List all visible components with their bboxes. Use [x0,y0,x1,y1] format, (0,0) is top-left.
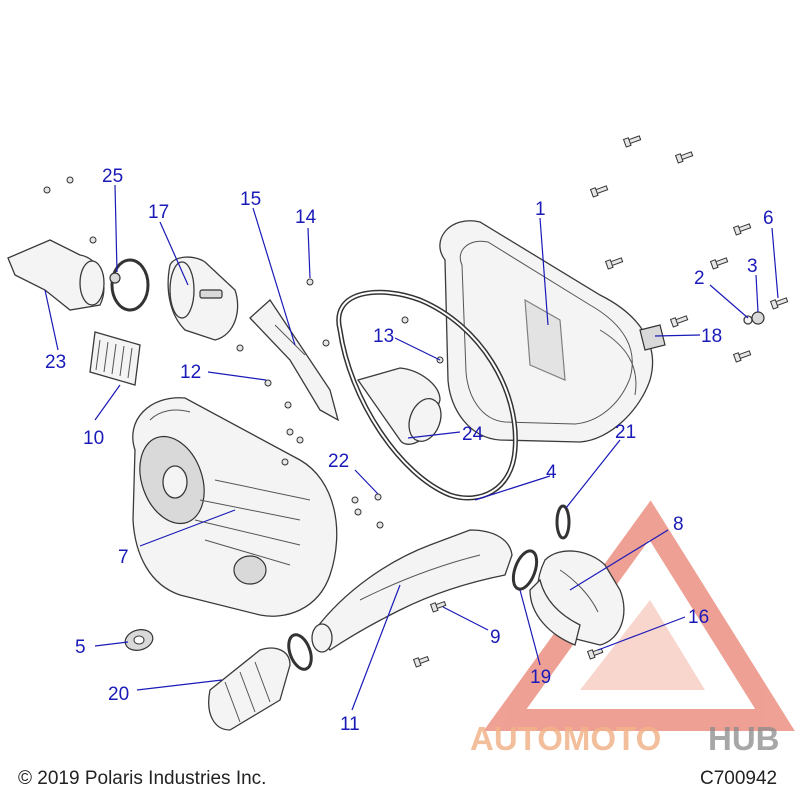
callout-15: 15 [240,189,261,210]
watermark-text: AUTOMOTO HUB [470,720,780,757]
callout-22: 22 [328,451,349,472]
callout-9: 9 [490,627,501,648]
watermark-text-hub: HUB [708,720,780,757]
part-hose-clamp-lower [287,633,313,671]
callout-12: 12 [180,362,201,383]
callout-16: 16 [688,607,709,628]
part-inner-clutch-cover [439,220,654,443]
part-air-duct-funnel [356,367,442,445]
callout-14: 14 [295,207,317,228]
fasteners [43,135,789,668]
callout-2: 2 [694,268,705,289]
callout-23: 23 [45,352,66,373]
callout-3: 3 [747,256,758,277]
callout-10: 10 [83,428,104,449]
callout-18: 18 [701,326,722,347]
callout-17: 17 [148,202,169,223]
callout-25: 25 [102,166,123,187]
part-hose-clamp-19 [511,549,539,591]
leader-lines [44,184,779,711]
callout-11: 11 [340,714,360,735]
callout-20: 20 [108,684,129,705]
callout-8: 8 [673,514,684,535]
copyright-notice: © 2019 Polaris Industries Inc. [18,768,266,789]
part-hose-clamp-25 [109,258,150,312]
callout-5: 5 [75,637,86,658]
part-long-duct-tube [311,529,513,653]
callout-21: 21 [615,422,636,443]
watermark-text-auto: AUTOMOTO [470,720,661,757]
callout-13: 13 [373,326,394,347]
callout-1: 1 [535,199,546,220]
part-intake-duct [167,256,239,341]
part-drive-belt [336,289,518,501]
callout-7: 7 [118,547,129,568]
part-small-clamp-21 [555,504,571,540]
callout-4: 4 [546,462,557,483]
part-grommet [743,311,765,325]
part-bracket [249,299,340,422]
callout-6: 6 [763,208,774,229]
part-outlet-duct-elbow [529,550,625,646]
part-outer-clutch-cover [132,397,338,617]
part-screen-filter [89,331,141,386]
part-corrugated-boot [208,647,291,731]
callout-24: 24 [462,424,484,445]
part-washer [124,629,154,651]
callout-labels: 1 2 3 4 5 6 7 8 9 10 11 12 13 14 15 16 1… [45,166,774,735]
part-inlet-boot [7,239,105,311]
diagram-code: C700942 [700,768,777,789]
callout-19: 19 [530,667,551,688]
part-gasket [639,324,666,351]
